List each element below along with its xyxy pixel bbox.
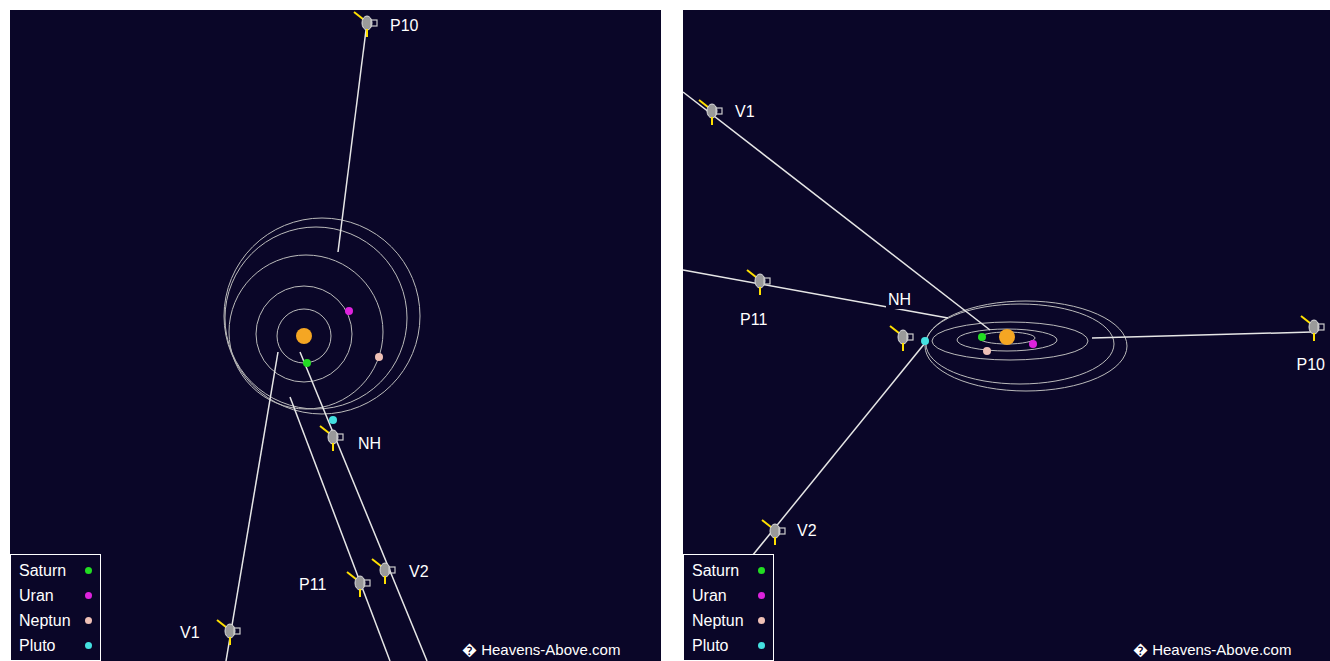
legend-text: Pluto xyxy=(19,637,55,655)
spacecraft-icon xyxy=(890,326,913,351)
legend-entry: Saturn xyxy=(19,558,92,583)
left-panel xyxy=(10,10,661,661)
v2-trajectory xyxy=(300,352,427,661)
legend-entry: Neptun xyxy=(19,608,92,633)
v1-trajectory xyxy=(226,352,278,661)
legend-swatch xyxy=(85,642,92,649)
legend-text: Neptun xyxy=(19,612,71,630)
legend-entry: Uran xyxy=(692,583,765,608)
neptune-orbit xyxy=(932,322,1088,360)
saturn-orbit xyxy=(277,309,331,363)
legend-entry: Saturn xyxy=(692,558,765,583)
spacecraft-icon xyxy=(320,426,343,451)
legend-text: Uran xyxy=(692,587,727,605)
legend-entry: Pluto xyxy=(19,633,92,658)
legend-box: SaturnUranNeptunPluto xyxy=(10,554,101,661)
neptune-orbit xyxy=(229,255,383,409)
pluto-dot xyxy=(921,337,929,345)
spacecraft-icon xyxy=(372,559,395,584)
legend-swatch xyxy=(758,592,765,599)
pluto-orbit xyxy=(925,301,1127,391)
spacecraft-icon xyxy=(762,520,785,545)
spacecraft-label: P11 xyxy=(738,311,769,329)
sun xyxy=(999,329,1015,345)
spacecraft-icon xyxy=(354,12,377,37)
saturn-dot xyxy=(978,333,986,341)
neptune-dot xyxy=(375,353,383,361)
legend-text: Neptun xyxy=(692,612,744,630)
legend-box: SaturnUranNeptunPluto xyxy=(683,554,774,661)
spacecraft-icon xyxy=(1301,316,1324,341)
legend-text: Saturn xyxy=(692,562,739,580)
legend-text: Saturn xyxy=(19,562,66,580)
spacecraft-label: V1 xyxy=(733,103,757,121)
legend-swatch xyxy=(85,617,92,624)
v1-trajectory xyxy=(683,92,990,330)
legend-swatch xyxy=(758,567,765,574)
uranus-dot xyxy=(1029,340,1037,348)
spacecraft-label: NH xyxy=(356,435,383,453)
v2-trajectory xyxy=(748,343,925,561)
trajectories-left xyxy=(226,30,427,661)
legend-swatch xyxy=(758,642,765,649)
p11-trajectory xyxy=(290,397,390,661)
legend-text: Pluto xyxy=(692,637,728,655)
legend-swatch xyxy=(85,592,92,599)
spacecraft-icon xyxy=(699,100,722,125)
pluto-orbit xyxy=(224,218,420,414)
outer-orbit xyxy=(926,304,1114,384)
spacecraft-label: V2 xyxy=(795,522,819,540)
uranus-orbit xyxy=(256,286,352,382)
uranus-dot xyxy=(345,307,353,315)
right-panel xyxy=(683,10,1330,661)
spacecraft-icon xyxy=(747,270,770,295)
spacecraft-icon xyxy=(347,572,370,597)
uranus-orbit xyxy=(957,329,1057,351)
spacecraft-label: V2 xyxy=(407,563,431,581)
spacecraft-label: V1 xyxy=(178,624,202,642)
orbits-left xyxy=(224,218,420,414)
spacecraft-label: P11 xyxy=(297,576,328,594)
watermark: � Heavens-Above.com xyxy=(460,641,622,659)
spacecraft-label: P10 xyxy=(1295,356,1327,374)
pluto-dot xyxy=(329,416,337,424)
spacecraft-label: P10 xyxy=(388,17,420,35)
spacecraft-icon xyxy=(217,620,240,645)
neptune-dot xyxy=(983,347,991,355)
p10-trajectory xyxy=(1092,332,1312,338)
legend-entry: Uran xyxy=(19,583,92,608)
legend-text: Uran xyxy=(19,587,54,605)
outer-orbit xyxy=(225,227,407,409)
watermark: � Heavens-Above.com xyxy=(1131,641,1293,659)
legend-swatch xyxy=(85,567,92,574)
sun xyxy=(296,328,312,344)
p11-trajectory xyxy=(683,270,948,318)
trajectories-right xyxy=(683,92,1312,561)
legend-swatch xyxy=(758,617,765,624)
legend-entry: Pluto xyxy=(692,633,765,658)
saturn-dot xyxy=(303,359,311,367)
spacecraft-label: NH xyxy=(886,291,913,309)
orbits-right xyxy=(925,301,1127,391)
legend-entry: Neptun xyxy=(692,608,765,633)
p10-trajectory xyxy=(338,30,366,252)
